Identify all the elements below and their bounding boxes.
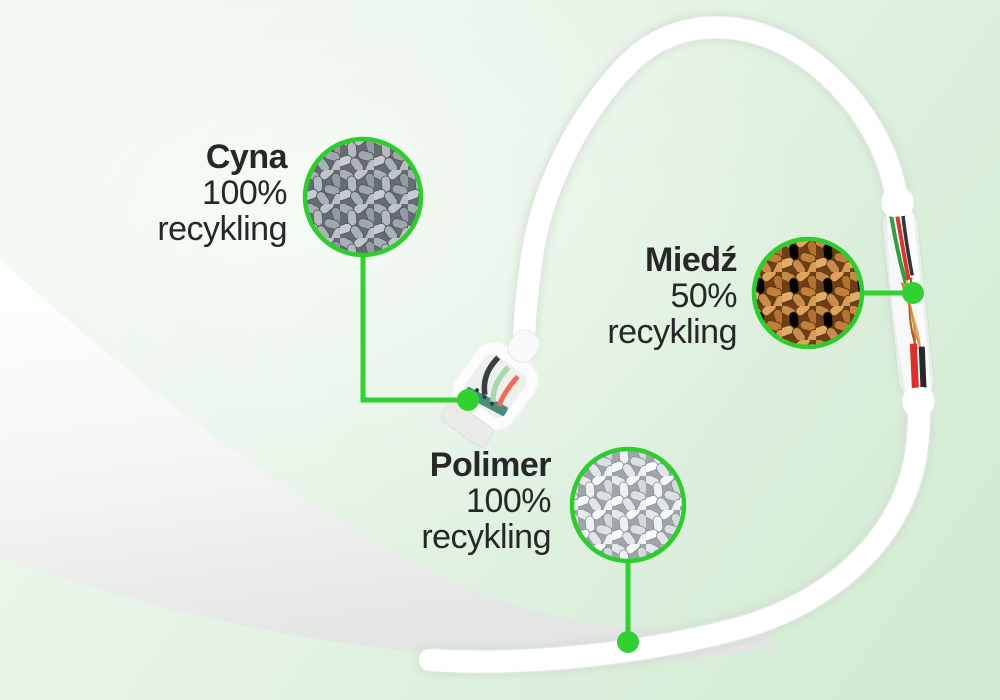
polymer-pellets-photo [569, 446, 687, 564]
connector-tip [440, 401, 494, 448]
material-name: Polimer [429, 446, 552, 484]
connector-wires [481, 355, 520, 407]
inner-wires-top [888, 210, 914, 285]
process-label: recykling [421, 518, 551, 556]
tin-pellets-photo [302, 136, 424, 258]
process-label: recykling [157, 210, 287, 248]
connector-boot [507, 329, 541, 364]
jacket-end-top [881, 188, 914, 217]
usb-connector [440, 329, 541, 448]
cable-foreground-sweep [0, 260, 772, 664]
material-name: Cyna [205, 138, 288, 176]
inner-wires-bottom [909, 343, 927, 395]
callout-polymer: Polimer 100% recykling [421, 447, 551, 555]
jacket-end-bottom [902, 387, 935, 416]
percent-value: 50% [670, 277, 737, 315]
percent-value: 100% [202, 174, 287, 212]
callout-copper: Miedź 50% recykling [607, 242, 737, 350]
copper-pellets-photo [751, 236, 865, 350]
percent-value: 100% [466, 482, 551, 520]
solder-points [475, 388, 495, 406]
polymer-dot [617, 631, 639, 653]
tin-dot [457, 389, 479, 411]
tin-connector-line [360, 253, 462, 403]
callout-tin: Cyna 100% recykling [157, 139, 287, 247]
process-label: recykling [607, 313, 737, 351]
material-name: Miedź [645, 241, 737, 279]
copper-dot [902, 282, 924, 304]
